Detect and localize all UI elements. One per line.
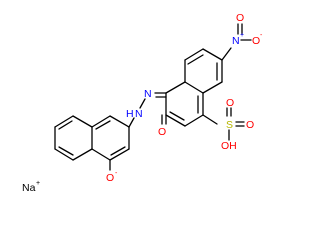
n-nh-bond [139, 98, 146, 109]
lower-ring-bonds [165, 81, 204, 127]
atom-labels: N + O O - S O O OH N H N O O - Na + [22, 12, 263, 194]
nitro-n-charge: + [240, 32, 244, 39]
nitro-bond [221, 47, 232, 61]
bond [91, 148, 111, 161]
hydrazo-h-label: H [126, 108, 134, 120]
bond [165, 81, 186, 94]
structure-canvas: N + O O - S O O OH N H N O O - Na + [22, 12, 263, 194]
phenoxide-o-label: O [106, 172, 114, 184]
nitro-o-charge: - [260, 32, 263, 39]
bond [187, 54, 204, 65]
c-s-bond [202, 114, 218, 125]
bond [165, 114, 186, 127]
bond [58, 120, 73, 130]
sulfonyl-o-top-label: O [226, 97, 234, 109]
substituent-bonds [128, 23, 252, 141]
bond [169, 111, 185, 121]
bond [109, 148, 130, 161]
bond [54, 115, 74, 128]
bond [58, 146, 74, 156]
phenoxide-charge: - [115, 170, 118, 177]
keto-o-label: O [158, 126, 166, 138]
azo-n-label: N [144, 88, 152, 100]
sodium-label: Na [22, 182, 36, 194]
sulfonic-oh-label: OH [221, 140, 237, 152]
bond [202, 81, 223, 94]
nh-c-bond [128, 117, 135, 128]
left-right-ring-bonds [91, 115, 130, 171]
nitro-o-side-label: O [252, 35, 260, 47]
upper-ring-bonds [184, 48, 223, 94]
bond [72, 148, 93, 161]
molecule-diagram: N + O O - S O O OH N H N O O - Na + [22, 12, 263, 194]
nitro-n-label: N [232, 35, 240, 47]
bond [184, 81, 204, 94]
bond [202, 48, 223, 61]
nitro-o-top-label: O [236, 12, 244, 24]
bond [95, 120, 111, 130]
bond [184, 114, 204, 127]
sulfonyl-o-right-label: O [246, 119, 254, 131]
bond [54, 148, 74, 161]
left-left-ring-bonds [54, 115, 93, 161]
bond [72, 115, 93, 128]
sodium-charge: + [36, 180, 40, 187]
bond [91, 115, 111, 128]
bond [109, 115, 130, 128]
bond [110, 146, 126, 156]
sulfur-label: S [226, 119, 233, 131]
hydrazo-n-label: N [135, 108, 143, 120]
bond [184, 48, 204, 61]
